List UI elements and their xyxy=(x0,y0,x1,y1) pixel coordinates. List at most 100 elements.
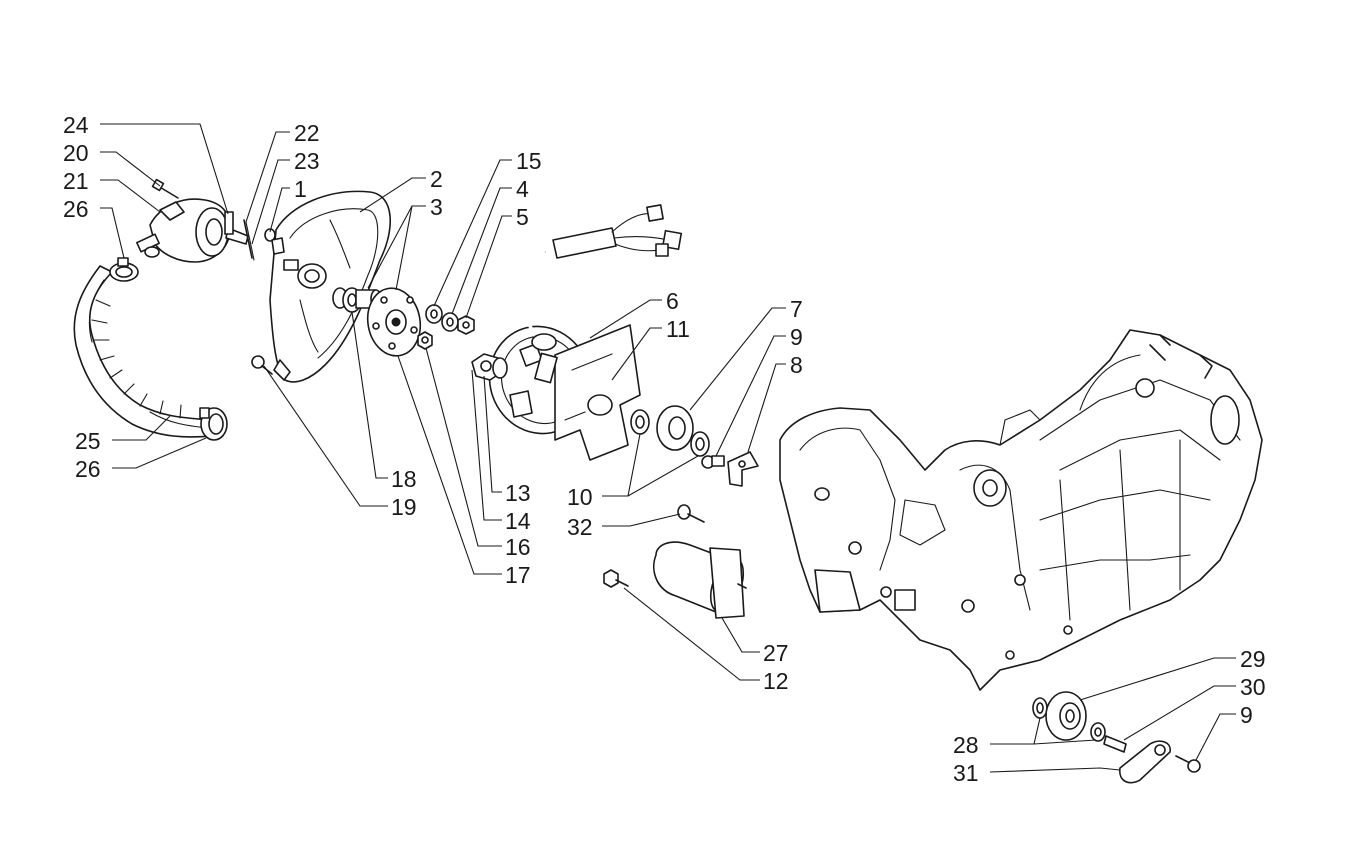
screw-12 xyxy=(603,569,629,588)
pulley-29 xyxy=(1045,691,1087,741)
leader-21 xyxy=(100,179,161,213)
callout-7: 7 xyxy=(790,296,803,322)
callout-29: 29 xyxy=(1240,646,1266,672)
leader-20 xyxy=(100,151,161,187)
screw-9-lower xyxy=(1175,755,1201,773)
hose-clamp-lower xyxy=(199,407,228,441)
flywheel-cover xyxy=(269,190,391,383)
leader-24 xyxy=(100,123,229,215)
leader-7 xyxy=(689,307,786,411)
leader-25 xyxy=(112,415,171,441)
leader-15 xyxy=(433,159,512,307)
leader-22 xyxy=(245,131,290,223)
callout-28: 28 xyxy=(953,732,979,758)
seal-10-left xyxy=(630,409,650,435)
seal-28-left xyxy=(1032,697,1048,719)
leader-28 xyxy=(990,717,1097,745)
callout-32: 32 xyxy=(567,514,593,540)
callout-22: 22 xyxy=(294,120,320,146)
callout-8: 8 xyxy=(790,352,803,378)
cover-screw xyxy=(251,355,273,375)
coolant-hose xyxy=(73,265,213,438)
leader-4 xyxy=(451,187,512,315)
callout-4: 4 xyxy=(516,176,529,202)
callout-5: 5 xyxy=(516,204,529,230)
callout-26-upper: 26 xyxy=(63,196,89,222)
callout-30: 30 xyxy=(1240,674,1266,700)
ignition-stator-plate xyxy=(554,324,641,461)
cooling-fan xyxy=(366,287,422,357)
callout-13: 13 xyxy=(505,480,531,506)
leader-17 xyxy=(397,355,502,575)
leader-26-lower xyxy=(112,437,207,469)
callout-labels: 24 20 21 26 22 23 1 2 3 15 4 5 6 11 7 9 … xyxy=(63,112,1266,786)
callout-20: 20 xyxy=(63,140,89,166)
leader-30 xyxy=(1123,685,1236,741)
pin-30 xyxy=(1103,735,1127,753)
nut-16 xyxy=(417,331,433,350)
callout-16: 16 xyxy=(505,534,531,560)
callout-19: 19 xyxy=(391,494,417,520)
callout-17: 17 xyxy=(505,562,531,588)
callout-26-lower: 26 xyxy=(75,456,101,482)
leader-lines xyxy=(100,123,1236,773)
leader-2 xyxy=(359,177,426,213)
engine-crankcase xyxy=(779,329,1263,691)
callout-9-upper: 9 xyxy=(790,324,803,350)
leader-23 xyxy=(251,159,290,245)
callout-31: 31 xyxy=(953,760,979,786)
callout-6: 6 xyxy=(666,288,679,314)
callout-10: 10 xyxy=(567,484,593,510)
callout-12: 12 xyxy=(763,668,789,694)
bearing-7 xyxy=(656,405,694,451)
bracket-31 xyxy=(1119,740,1171,784)
leader-18 xyxy=(351,311,388,479)
leader-27 xyxy=(721,617,760,653)
hose-clamp-upper xyxy=(109,257,139,282)
clip-8 xyxy=(727,451,759,487)
leader-19 xyxy=(263,365,388,507)
callout-11: 11 xyxy=(666,316,690,342)
callout-9-lower: 9 xyxy=(1240,702,1253,728)
water-pump xyxy=(136,198,249,263)
leader-31 xyxy=(989,767,1121,773)
wiring-harness xyxy=(552,204,683,259)
callout-15: 15 xyxy=(516,148,542,174)
leader-26-upper xyxy=(100,207,125,259)
leader-9-lower xyxy=(1195,713,1236,761)
callout-18: 18 xyxy=(391,466,417,492)
leader-32 xyxy=(602,513,681,527)
leader-29 xyxy=(1079,657,1236,701)
pump-shaft-pin xyxy=(243,219,255,261)
leader-16 xyxy=(425,347,502,547)
washer-15 xyxy=(425,304,443,324)
callout-25: 25 xyxy=(75,428,101,454)
callout-23: 23 xyxy=(294,148,320,174)
leader-6 xyxy=(589,299,662,339)
leader-10 xyxy=(602,433,699,497)
nut-5 xyxy=(457,315,475,335)
pickup-cable xyxy=(517,249,558,384)
leader-1 xyxy=(269,187,290,233)
callout-24: 24 xyxy=(63,112,89,138)
screw-32 xyxy=(677,504,705,523)
callout-14: 14 xyxy=(505,508,531,534)
leader-11 xyxy=(611,327,662,381)
callout-21: 21 xyxy=(63,168,89,194)
callout-2: 2 xyxy=(430,166,443,192)
seal-10-right xyxy=(690,431,710,457)
leader-9-upper xyxy=(715,335,786,457)
callout-1: 1 xyxy=(294,176,307,202)
seal-28-right xyxy=(1090,722,1106,742)
leader-12 xyxy=(623,587,760,681)
pump-screw xyxy=(151,178,179,199)
leader-3 xyxy=(367,205,426,291)
washer-4 xyxy=(441,312,459,332)
leader-8 xyxy=(747,363,786,453)
callout-3: 3 xyxy=(430,194,443,220)
callout-27: 27 xyxy=(763,640,789,666)
bolt-9 xyxy=(701,455,725,469)
starter-motor xyxy=(652,541,747,619)
